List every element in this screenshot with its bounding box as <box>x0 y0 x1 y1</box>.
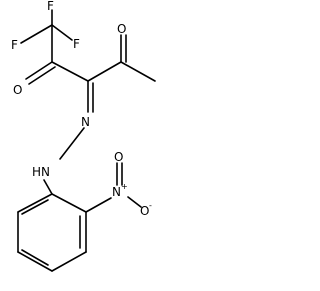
bond-carbonyl-left-double-b <box>28 66 56 85</box>
bond-carbonyl-methyl <box>120 61 156 82</box>
bond-ring-nitro <box>85 197 112 213</box>
atom-o-ketone-right: O <box>117 22 126 36</box>
atom-f-left: F <box>11 38 18 52</box>
ring-inner-bond-c <box>21 199 49 215</box>
ring-bond-6 <box>17 193 53 213</box>
atom-o-nitro-charge: - <box>149 201 152 210</box>
bond-carbonyl-left-double-a <box>25 61 53 80</box>
atom-f-top: F <box>47 0 54 13</box>
bond-nitro-o-single <box>127 196 142 208</box>
ring-bond-4 <box>17 251 53 272</box>
atom-nh: HN <box>32 165 50 179</box>
atom-o-nitro-single: O <box>140 204 149 218</box>
structure-diagram: F F F O O N HN N + O O - <box>11 0 156 272</box>
ring-inner-bond-b <box>21 249 49 266</box>
bond-c-f-right <box>51 24 73 41</box>
atom-f-right: F <box>73 37 80 51</box>
bond-n-nh <box>59 127 85 160</box>
atom-n-nitro-charge: + <box>121 182 128 191</box>
bond-c-f-left <box>20 24 53 44</box>
atom-n-nitro: N <box>112 185 121 199</box>
bond-central-carbonyl-right <box>87 61 122 82</box>
bond-carbonyl-central <box>51 61 89 82</box>
bond-nh-ring <box>43 179 53 195</box>
ring-bond-3 <box>51 251 87 272</box>
atom-o-ketone-left: O <box>13 83 22 97</box>
ring-bond-1 <box>51 193 87 213</box>
atom-n-hydrazone: N <box>81 115 90 129</box>
atom-o-nitro-double: O <box>114 150 123 164</box>
